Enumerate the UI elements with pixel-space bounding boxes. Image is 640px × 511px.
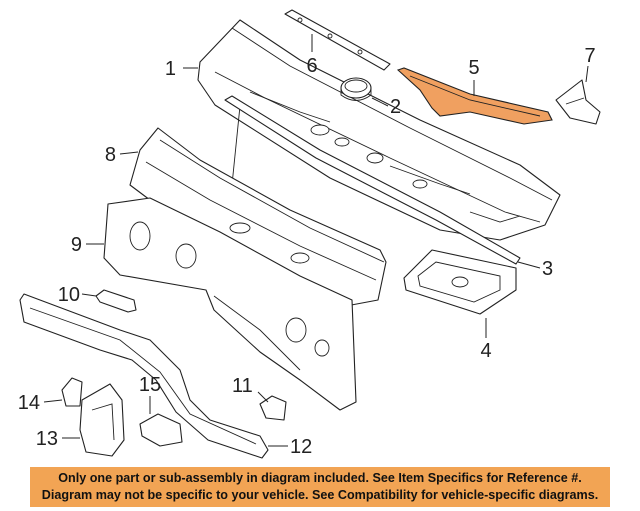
callout-1: 1	[165, 58, 176, 80]
notice-line-2: Diagram may not be specific to your vehi…	[41, 488, 599, 502]
callout-2: 2	[390, 96, 401, 118]
callout-9: 9	[71, 234, 82, 256]
part-2-cap	[340, 77, 372, 101]
leader-7	[585, 65, 589, 83]
callout-5: 5	[468, 57, 479, 79]
part-15-bracket	[139, 413, 183, 447]
callout-10: 10	[58, 284, 80, 306]
leader-3	[517, 261, 541, 269]
leader-14	[43, 399, 63, 403]
part-8-cross-member	[129, 127, 387, 307]
part-3-seal-strip	[224, 95, 521, 265]
callout-8: 8	[105, 144, 116, 166]
leader-10	[81, 293, 97, 297]
leader-lines	[43, 34, 589, 447]
callout-11: 11	[232, 375, 253, 397]
callout-12: 12	[290, 436, 312, 458]
callout-7: 7	[584, 45, 595, 67]
leader-2	[371, 97, 389, 107]
callout-13: 13	[36, 428, 58, 450]
part-12-floor-rail	[19, 293, 269, 459]
part-11-bracket	[259, 395, 287, 421]
part-4-tray	[403, 249, 517, 315]
part-7-corner-bracket	[555, 79, 601, 125]
leader-11	[257, 391, 269, 403]
callout-6: 6	[306, 55, 317, 77]
part-13-gusset	[79, 383, 125, 457]
callout-15: 15	[139, 374, 161, 396]
notice-banner: Only one part or sub-assembly in diagram…	[30, 467, 610, 507]
part-10-clip	[95, 289, 137, 313]
part-14-bracket	[61, 377, 83, 407]
callout-4: 4	[480, 340, 491, 362]
part-1-cowl-panel	[197, 19, 561, 245]
leader-8	[119, 151, 139, 155]
notice-line-1: Only one part or sub-assembly in diagram…	[58, 471, 582, 485]
callout-14: 14	[18, 392, 40, 414]
part-6-bracket	[284, 9, 391, 71]
part-9-bulkhead-panel	[103, 197, 357, 411]
callout-3: 3	[542, 258, 553, 280]
part-5-reinforcement-highlighted	[396, 67, 553, 125]
